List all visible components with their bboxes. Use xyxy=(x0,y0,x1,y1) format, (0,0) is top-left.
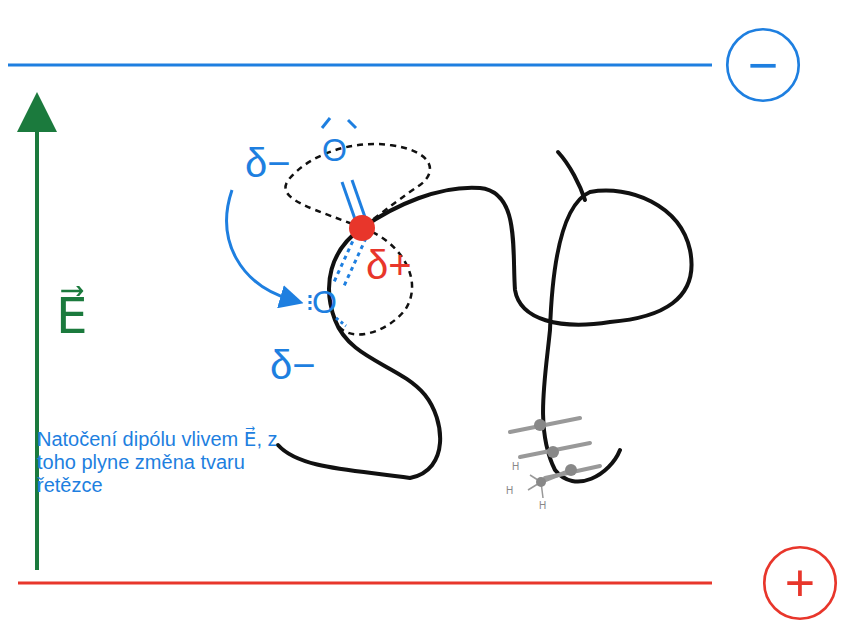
atom-symbol: H xyxy=(512,461,519,473)
charge-sign: + xyxy=(785,557,815,609)
partial-charge: δ+ xyxy=(366,242,412,288)
partial-charge: δ− xyxy=(270,342,316,388)
note: Natočení dipólu vlivem E⃗, z toho plyne … xyxy=(37,428,297,497)
lone-pair xyxy=(309,295,312,310)
dipole-sweep xyxy=(335,228,412,334)
dipole-sweep xyxy=(285,144,430,228)
lone-pair xyxy=(322,118,330,128)
positive-plate xyxy=(18,582,712,585)
field-arrow xyxy=(35,112,39,570)
lone-pair xyxy=(348,120,356,128)
atom-symbol: O xyxy=(312,284,337,321)
field-symbol: E⃗ xyxy=(56,288,88,346)
polymer-chain xyxy=(558,152,585,200)
side-group xyxy=(510,418,600,482)
lone-pair xyxy=(336,318,346,326)
carbon-atom xyxy=(349,215,375,241)
partial-charge: δ− xyxy=(245,140,291,186)
atom-symbol: H xyxy=(539,500,546,512)
atom-symbol: O xyxy=(322,132,347,169)
double-bond xyxy=(352,180,366,220)
charge-circle: − xyxy=(725,27,801,103)
rotation-arrow xyxy=(227,190,292,300)
rotated-bond xyxy=(344,238,366,286)
charge-sign: − xyxy=(748,39,778,91)
polymer-chain xyxy=(278,188,692,482)
charge-circle: + xyxy=(762,545,838,621)
rotated-bond xyxy=(334,234,356,282)
atom-dot xyxy=(534,419,577,487)
atom-symbol: H xyxy=(506,485,513,497)
negative-plate xyxy=(8,64,712,67)
